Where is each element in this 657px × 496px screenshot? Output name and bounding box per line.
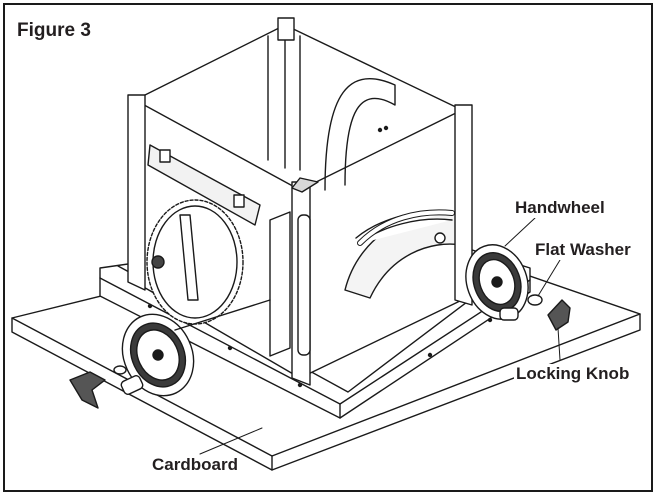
side-handwheel (465, 244, 529, 321)
handwheel-callout: Handwheel (513, 198, 607, 218)
locking-knob-callout: Locking Knob (514, 364, 632, 384)
front-washer-and-knob (69, 365, 127, 409)
flat-washer-callout: Flat Washer (533, 240, 633, 260)
bevel-scale (357, 209, 455, 246)
gear-assembly (146, 199, 244, 325)
side-washer-and-knob (527, 294, 571, 331)
figure-title: Figure 3 (17, 20, 91, 41)
figure-border (3, 3, 653, 492)
front-handwheel (120, 299, 271, 397)
callout-leaders (199, 217, 561, 455)
front-slot-plate (269, 211, 311, 357)
cardboard-callout: Cardboard (150, 455, 240, 475)
